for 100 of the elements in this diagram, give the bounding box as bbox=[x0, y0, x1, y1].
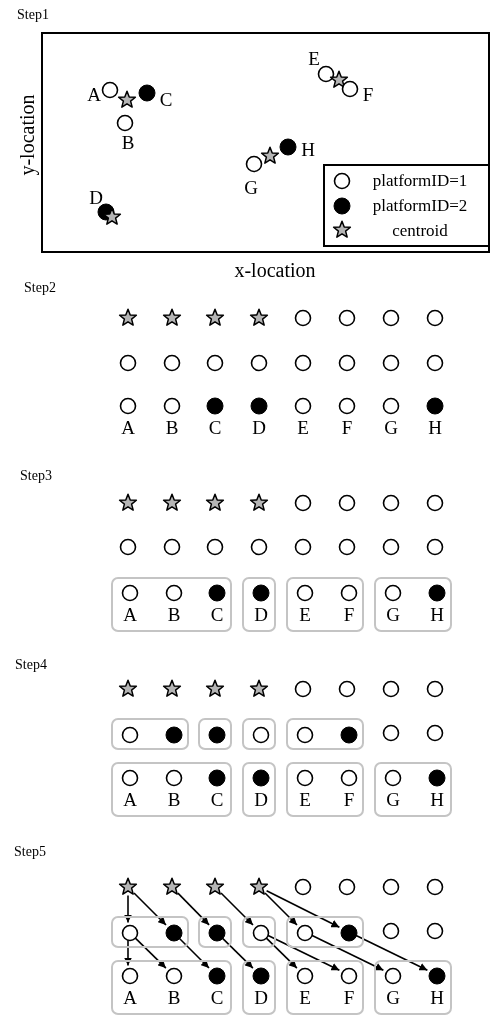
open-circle bbox=[426, 354, 444, 372]
group-box bbox=[111, 960, 232, 1015]
star-marker bbox=[250, 494, 268, 512]
arrow bbox=[220, 936, 254, 969]
group-box bbox=[242, 762, 276, 817]
axis-title: y-location bbox=[17, 94, 37, 176]
open-circle bbox=[338, 354, 356, 372]
open-circle bbox=[250, 354, 268, 372]
column-letter: G bbox=[386, 789, 400, 809]
open-circle bbox=[341, 80, 359, 98]
open-circle bbox=[382, 494, 400, 512]
axis-title: x-location bbox=[234, 260, 316, 280]
arrow bbox=[177, 936, 210, 969]
group-box bbox=[111, 718, 189, 750]
group-box bbox=[286, 762, 364, 817]
column-letter: C bbox=[159, 89, 173, 109]
column-letter: A bbox=[123, 604, 137, 624]
open-circle bbox=[426, 494, 444, 512]
star-marker bbox=[163, 878, 181, 896]
open-circle bbox=[294, 397, 312, 415]
column-letter: H bbox=[301, 139, 315, 159]
arrow bbox=[309, 933, 385, 972]
open-circle bbox=[121, 584, 139, 602]
column-letter: F bbox=[362, 84, 374, 104]
plot-frame bbox=[41, 32, 490, 253]
group-box bbox=[374, 577, 452, 632]
open-circle bbox=[338, 680, 356, 698]
column-letter: E bbox=[299, 789, 311, 809]
filled-circle bbox=[138, 84, 156, 102]
group-box bbox=[286, 916, 364, 948]
open-circle bbox=[294, 354, 312, 372]
star-marker bbox=[330, 71, 348, 89]
open-circle bbox=[252, 726, 270, 744]
star-marker bbox=[119, 878, 137, 896]
star-marker bbox=[119, 494, 137, 512]
arrow bbox=[264, 936, 298, 969]
column-letter: H bbox=[430, 604, 444, 624]
group-box bbox=[111, 577, 232, 632]
group-box bbox=[111, 916, 189, 948]
open-circle bbox=[296, 769, 314, 787]
arrow bbox=[124, 894, 132, 924]
star-marker bbox=[250, 680, 268, 698]
column-letter: D bbox=[254, 604, 268, 624]
filled-circle bbox=[428, 769, 446, 787]
open-circle bbox=[119, 538, 137, 556]
group-box bbox=[286, 577, 364, 632]
open-circle bbox=[296, 967, 314, 985]
open-circle bbox=[119, 397, 137, 415]
filled-circle bbox=[206, 397, 224, 415]
open-circle bbox=[426, 922, 444, 940]
step-title: Step4 bbox=[15, 658, 47, 672]
filled-circle bbox=[250, 397, 268, 415]
open-circle bbox=[338, 538, 356, 556]
open-circle bbox=[426, 680, 444, 698]
open-circle bbox=[382, 922, 400, 940]
open-circle bbox=[382, 538, 400, 556]
open-circle bbox=[296, 924, 314, 942]
filled-circle bbox=[208, 584, 226, 602]
star-marker bbox=[119, 680, 137, 698]
group-box bbox=[242, 718, 276, 750]
star-marker bbox=[206, 878, 224, 896]
star-marker bbox=[163, 494, 181, 512]
star-marker bbox=[103, 208, 121, 226]
column-letter: C bbox=[208, 417, 222, 437]
open-circle bbox=[119, 354, 137, 372]
open-circle bbox=[426, 538, 444, 556]
open-circle bbox=[338, 494, 356, 512]
column-letter: A bbox=[87, 84, 101, 104]
filled-circle bbox=[208, 769, 226, 787]
open-circle bbox=[121, 924, 139, 942]
group-box bbox=[242, 916, 276, 948]
arrow bbox=[124, 938, 132, 967]
open-circle bbox=[294, 494, 312, 512]
step-title: Step1 bbox=[17, 8, 49, 22]
column-letter: C bbox=[210, 789, 224, 809]
group-box bbox=[111, 762, 232, 817]
star-marker bbox=[119, 309, 137, 327]
column-letter: B bbox=[165, 417, 179, 437]
filled-circle bbox=[252, 584, 270, 602]
open-circle bbox=[338, 397, 356, 415]
open-circle bbox=[294, 309, 312, 327]
open-circle bbox=[163, 354, 181, 372]
column-letter: E bbox=[297, 417, 309, 437]
open-circle bbox=[382, 680, 400, 698]
open-circle bbox=[338, 309, 356, 327]
column-letter: D bbox=[89, 187, 103, 207]
open-circle bbox=[165, 584, 183, 602]
group-box bbox=[242, 960, 276, 1015]
filled-circle bbox=[208, 967, 226, 985]
column-letter: H bbox=[430, 789, 444, 809]
open-circle bbox=[384, 769, 402, 787]
open-circle bbox=[340, 584, 358, 602]
star-marker bbox=[118, 91, 136, 109]
star-marker bbox=[163, 680, 181, 698]
filled-circle bbox=[426, 397, 444, 415]
column-letter: B bbox=[121, 132, 135, 152]
open-circle bbox=[340, 769, 358, 787]
column-letter: A bbox=[121, 417, 135, 437]
column-letter: F bbox=[343, 604, 355, 624]
star-marker bbox=[206, 309, 224, 327]
